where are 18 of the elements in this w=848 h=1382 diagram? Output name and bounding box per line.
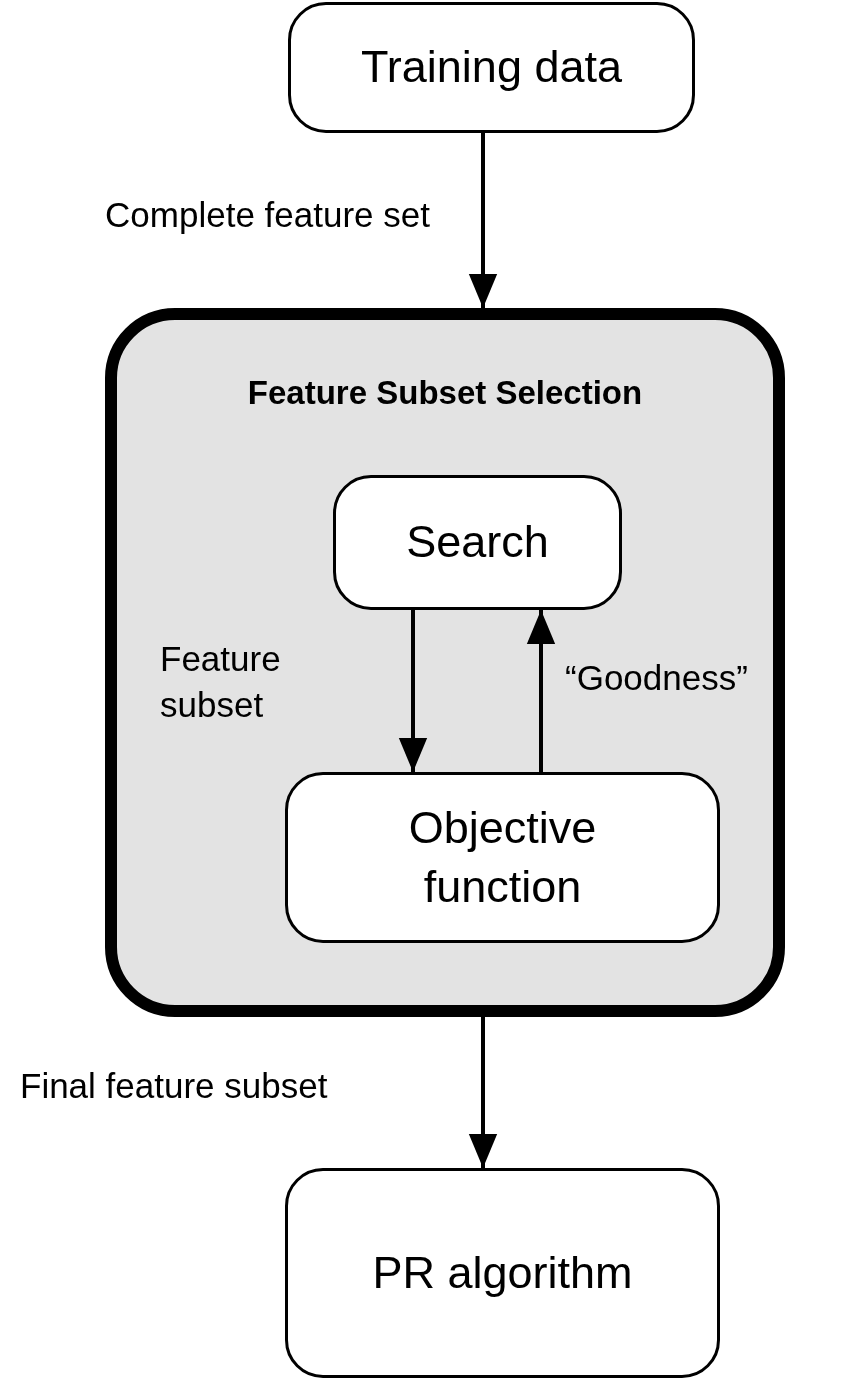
arrow: [526, 610, 556, 772]
edge-label: “Goodness”: [565, 657, 749, 699]
edge-label: Feature subset: [160, 638, 282, 726]
node-label: Training data: [361, 40, 622, 95]
arrow: [468, 1017, 498, 1168]
group-box: [105, 308, 785, 1017]
arrow: [468, 133, 498, 308]
process-box: [288, 2, 695, 133]
process-box: [285, 1168, 720, 1378]
arrow: [398, 610, 428, 772]
node-label: PR algorithm: [372, 1245, 633, 1300]
node-label: Search: [406, 515, 549, 570]
edge-label: Final feature subset: [20, 1065, 329, 1107]
edge-label: Complete feature set: [104, 194, 430, 236]
process-box: [285, 772, 720, 943]
group-heading: Feature Subset Selection: [247, 373, 643, 413]
node-label: Objective function: [407, 801, 598, 914]
process-box: [333, 475, 622, 610]
